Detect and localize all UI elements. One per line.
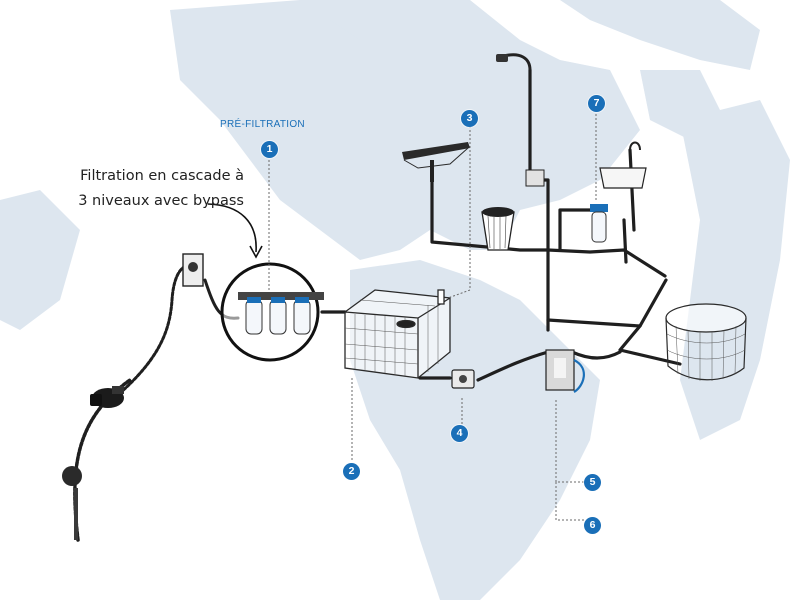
wall-box-icon <box>182 253 204 287</box>
suction-strainer-icon <box>62 466 82 540</box>
pump-icon <box>90 386 124 408</box>
sink-icon <box>402 142 470 182</box>
prefiltration-label: PRÉ-FILTRATION <box>220 119 305 130</box>
basin-icon <box>599 141 647 189</box>
badge-6: 6 <box>584 517 601 534</box>
annotation-arrowhead <box>249 245 263 259</box>
bucket-icon <box>481 207 515 251</box>
badge-5: 5 <box>584 474 601 491</box>
cascade-filtration-annotation: Filtration en cascade à 3 niveaux avec b… <box>24 164 244 214</box>
badge-4: 4 <box>451 425 468 442</box>
water-heater-icon <box>545 349 585 393</box>
shower-icon <box>496 53 545 187</box>
cartridge-filter-icon <box>220 262 324 362</box>
point-of-use-filter-icon <box>590 204 608 243</box>
annotation-arrow <box>207 203 257 253</box>
badge-3: 3 <box>461 110 478 127</box>
annotation-line-2: 3 niveaux avec bypass <box>78 193 244 209</box>
leader-lines <box>268 110 597 521</box>
badge-2: 2 <box>343 463 360 480</box>
annotation-line-1: Filtration en cascade à <box>80 168 244 184</box>
badge-7: 7 <box>588 95 605 112</box>
round-tank-icon <box>665 303 747 381</box>
pressure-regulator-icon <box>451 369 475 389</box>
water-tank-icon <box>344 289 451 379</box>
badge-1: 1 <box>261 141 278 158</box>
